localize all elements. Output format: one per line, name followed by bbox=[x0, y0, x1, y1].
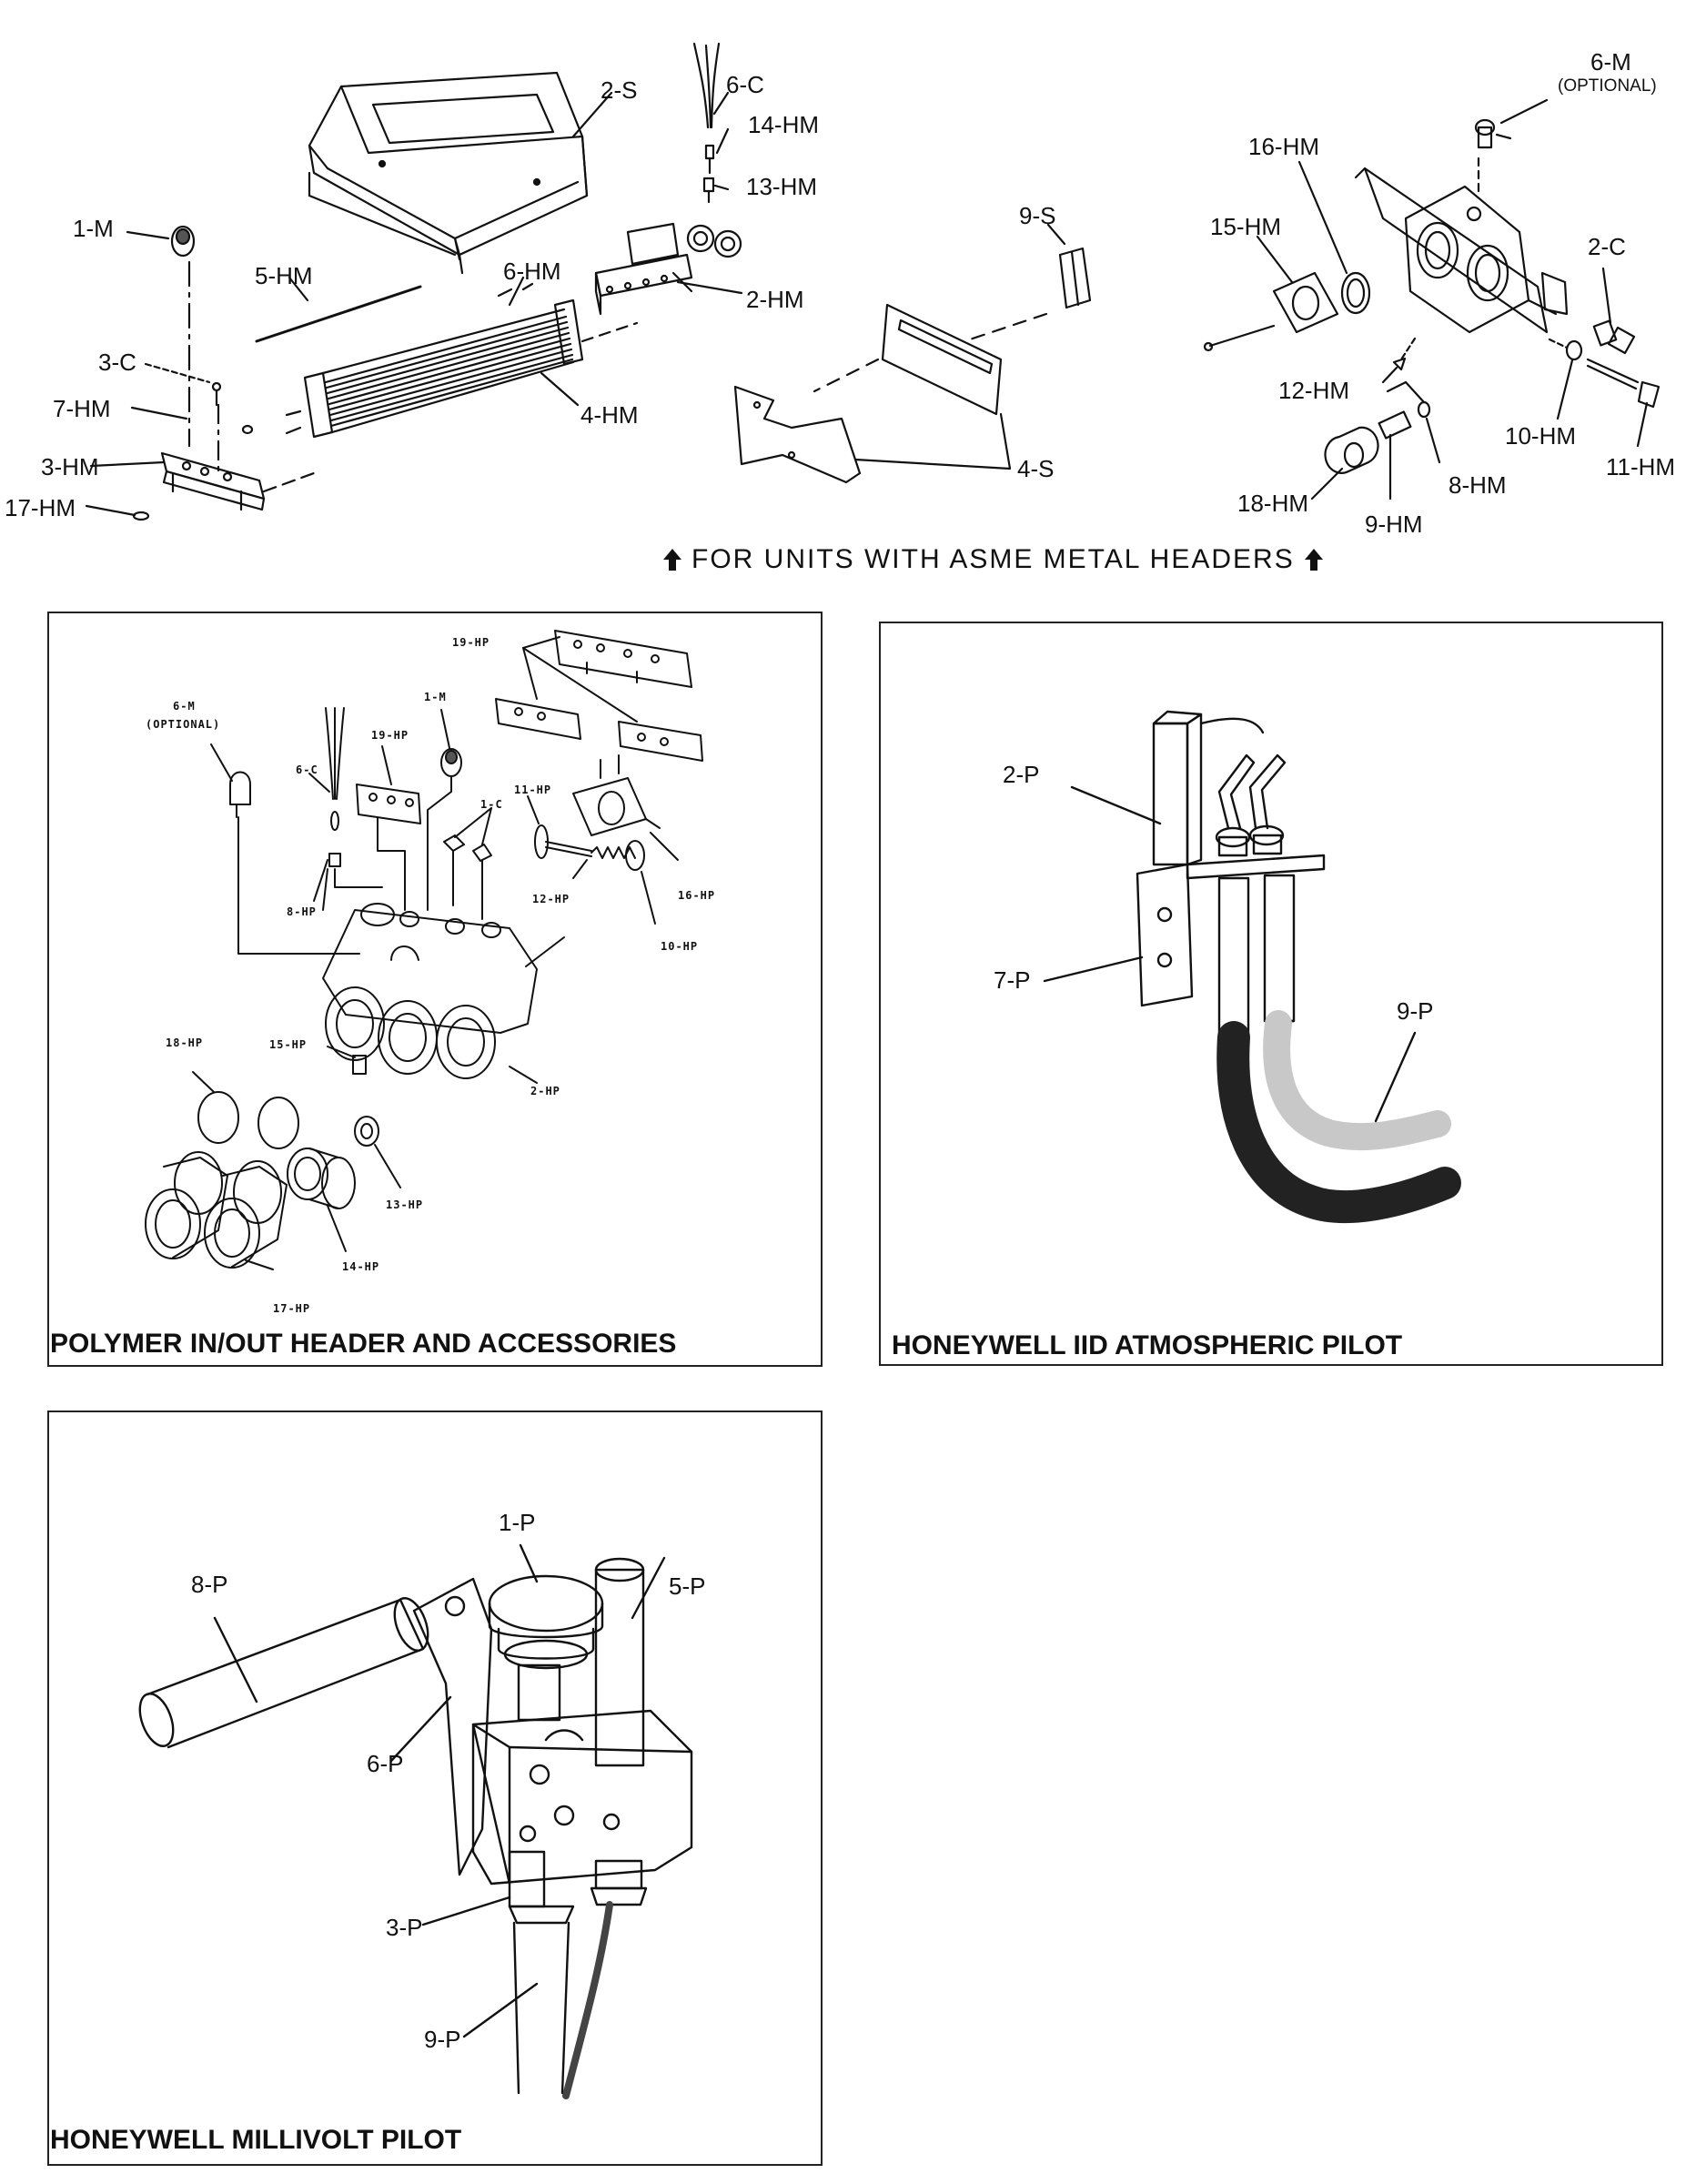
leader-7-hm bbox=[130, 406, 188, 420]
combustion-chamber-2-s bbox=[308, 71, 589, 275]
label-3-hm: 3-HM bbox=[41, 453, 99, 480]
label-7-hm: 7-HM bbox=[53, 395, 111, 422]
rod-5-hm bbox=[255, 285, 422, 343]
label-12-hm: 12-HM bbox=[1278, 377, 1350, 404]
label-6-m-optional: (OPTIONAL) bbox=[1558, 76, 1657, 96]
label-6-c: 6-C bbox=[726, 71, 764, 98]
bracket-9-s bbox=[1046, 223, 1092, 309]
label-16-hm: 16-HM bbox=[1248, 133, 1320, 160]
label-15-hp: 15-HP bbox=[269, 1038, 308, 1051]
label-14-hp: 14-HP bbox=[342, 1260, 380, 1273]
label-15-hm: 15-HM bbox=[1210, 213, 1282, 240]
iid-pilot-drawing bbox=[1043, 710, 1461, 1224]
label-6-hm: 6-HM bbox=[503, 258, 561, 285]
label-2-c: 2-C bbox=[1588, 233, 1626, 260]
label-6-m-poly: 6-M bbox=[173, 700, 196, 713]
millivolt-pilot-panel bbox=[47, 1410, 823, 2166]
leader-2-s bbox=[571, 91, 613, 138]
metal-header-assembly bbox=[1354, 153, 1569, 334]
gasket-15-hm bbox=[1203, 235, 1339, 352]
label-5-hm: 5-HM bbox=[255, 262, 313, 289]
label-9-hm: 9-HM bbox=[1365, 511, 1423, 538]
label-8-hp: 8-HP bbox=[287, 905, 317, 918]
screws-13-14-hm bbox=[702, 127, 730, 204]
label-2-hp: 2-HP bbox=[530, 1085, 560, 1097]
label-9-p-mv: 9-P bbox=[424, 2026, 461, 2053]
label-4-hm: 4-HM bbox=[580, 401, 639, 429]
plate-4-s-upper bbox=[881, 303, 1003, 416]
label-18-hm: 18-HM bbox=[1237, 490, 1309, 517]
label-9-p-iid: 9-P bbox=[1397, 997, 1434, 1025]
washer-10-hm bbox=[1548, 338, 1583, 420]
label-19-hp: 19-HP bbox=[371, 729, 409, 742]
label-4-s: 4-S bbox=[1017, 455, 1055, 482]
leader-4-s bbox=[853, 412, 1012, 470]
fitting-6-m bbox=[1474, 98, 1549, 149]
label-9-s: 9-S bbox=[1019, 202, 1056, 229]
label-8-p: 8-P bbox=[191, 1571, 228, 1598]
label-1-p: 1-P bbox=[499, 1509, 536, 1536]
millivolt-panel-title: HONEYWELL MILLIVOLT PILOT bbox=[50, 2125, 462, 2155]
wires-6-c bbox=[692, 42, 730, 129]
millivolt-pilot-drawing bbox=[138, 1543, 693, 2099]
label-5-p: 5-P bbox=[669, 1572, 706, 1600]
label-19-hp-top: 19-HP bbox=[452, 636, 490, 649]
pressure-switch-1-m bbox=[126, 225, 196, 258]
label-11-hm: 11-HM bbox=[1606, 453, 1676, 480]
rod-11-hm bbox=[1586, 358, 1661, 448]
parts-8-9-18-hm bbox=[1310, 380, 1441, 500]
polymer-header-panel bbox=[47, 612, 823, 1367]
iid-panel-title: HONEYWELL IID ATMOSPHERIC PILOT bbox=[892, 1330, 1403, 1360]
label-17-hm: 17-HM bbox=[5, 494, 76, 521]
label-6-m: 6-M bbox=[1590, 48, 1631, 76]
label-7-p: 7-P bbox=[994, 966, 1031, 994]
label-1-m-poly: 1-M bbox=[424, 691, 447, 703]
leader-5-hm bbox=[288, 276, 309, 302]
leader-6-hm bbox=[508, 276, 525, 307]
bolt-17-hm bbox=[85, 504, 150, 521]
label-12-hp: 12-HP bbox=[532, 893, 570, 905]
leader-4-hm bbox=[540, 371, 580, 407]
label-13-hp: 13-HP bbox=[386, 1198, 424, 1211]
plug-3-c bbox=[144, 362, 222, 407]
leader-2-hm bbox=[676, 280, 743, 295]
polymer-header-drawing bbox=[145, 630, 703, 1270]
valve-2-c bbox=[1592, 267, 1636, 355]
label-10-hp: 10-HP bbox=[661, 940, 699, 953]
asme-banner-text: FOR UNITS WITH ASME METAL HEADERS bbox=[691, 544, 1295, 574]
leader-3-hm bbox=[89, 460, 166, 468]
asme-banner: FOR UNITS WITH ASME METAL HEADERS bbox=[662, 544, 1324, 575]
iid-pilot-panel bbox=[879, 622, 1663, 1366]
up-arrow-icon bbox=[662, 547, 682, 572]
up-arrow-icon bbox=[1304, 547, 1324, 572]
plate-4-s-lower bbox=[733, 385, 862, 484]
label-10-hm: 10-HM bbox=[1505, 422, 1577, 450]
label-11-hp: 11-HP bbox=[514, 784, 552, 796]
manifold-2-hm bbox=[594, 222, 742, 316]
label-6-c-poly: 6-C bbox=[296, 763, 318, 776]
screw-12-hm bbox=[1381, 337, 1417, 384]
label-17-hp: 17-HP bbox=[273, 1302, 311, 1315]
label-18-hp: 18-HP bbox=[166, 1036, 204, 1049]
oring-16-hm bbox=[1297, 160, 1371, 315]
label-2-hm: 2-HM bbox=[746, 286, 804, 313]
label-1-m: 1-M bbox=[73, 215, 114, 242]
label-13-hm: 13-HM bbox=[746, 173, 818, 200]
label-2-p: 2-P bbox=[1003, 761, 1040, 788]
label-2-s: 2-S bbox=[601, 76, 638, 104]
label-6-p: 6-P bbox=[367, 1750, 404, 1777]
label-1-c-poly: 1-C bbox=[480, 798, 503, 811]
label-3-p: 3-P bbox=[386, 1914, 423, 1941]
label-6-m-poly-optional: (OPTIONAL) bbox=[146, 718, 221, 731]
label-3-c: 3-C bbox=[98, 349, 136, 376]
heat-exchanger-4-hm bbox=[285, 282, 584, 439]
label-14-hm: 14-HM bbox=[748, 111, 820, 138]
label-8-hm: 8-HM bbox=[1449, 471, 1507, 499]
label-16-hp: 16-HP bbox=[678, 889, 716, 902]
polymer-panel-title: POLYMER IN/OUT HEADER AND ACCESSORIES bbox=[50, 1329, 677, 1359]
header-3-hm bbox=[160, 451, 266, 511]
